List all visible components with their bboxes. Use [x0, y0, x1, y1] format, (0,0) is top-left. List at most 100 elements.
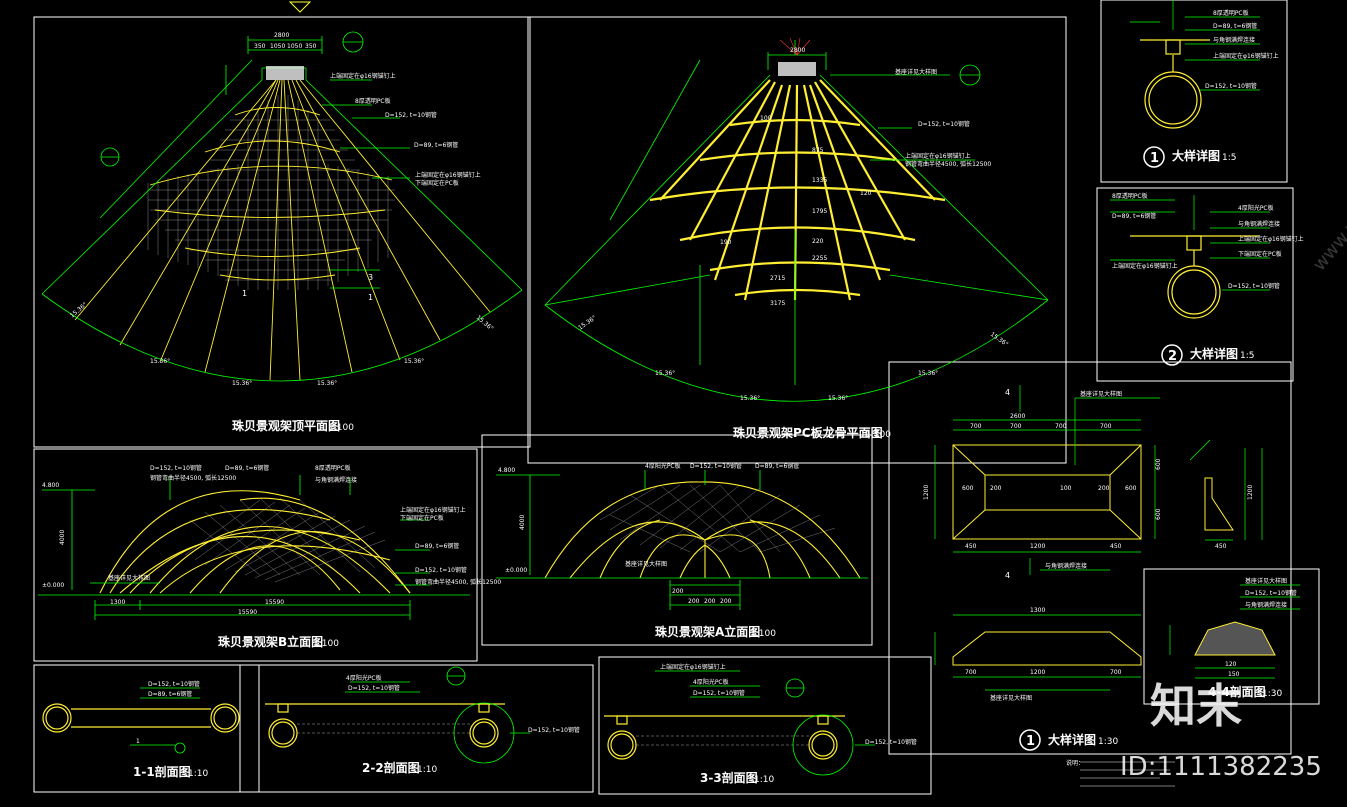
svg-text:4厚阳光PC板: 4厚阳光PC板	[645, 462, 681, 470]
roof-plan-scale: 1:100	[328, 423, 354, 433]
svg-text:8厚透明PC板: 8厚透明PC板	[355, 97, 391, 105]
elevation-a-dim-lines	[496, 470, 868, 610]
svg-text:1200: 1200	[1030, 543, 1045, 550]
notes-label: 说明：	[1066, 759, 1084, 767]
elevation-a-scale: 1:100	[750, 629, 776, 639]
svg-text:150: 150	[1228, 671, 1240, 678]
elevation-a-title: 珠贝景观架A立面图	[655, 624, 760, 639]
detail-1-scale: 1:5	[1222, 153, 1236, 163]
svg-text:200: 200	[672, 588, 684, 595]
svg-text:D=152, t=10钢管: D=152, t=10钢管	[385, 111, 437, 119]
svg-text:100: 100	[1060, 485, 1072, 492]
svg-text:基座详见大样图: 基座详见大样图	[990, 694, 1032, 702]
section-1-1-title: 1-1剖面图	[133, 764, 191, 779]
svg-text:1335: 1335	[812, 177, 827, 184]
detail-1-title: 大样详图	[1172, 148, 1220, 163]
pc-top-cap	[778, 62, 816, 76]
svg-text:2: 2	[1168, 349, 1177, 364]
svg-text:600: 600	[1155, 458, 1162, 470]
svg-text:3: 3	[368, 273, 373, 282]
svg-text:450: 450	[1215, 543, 1227, 550]
svg-text:700: 700	[1100, 423, 1112, 430]
elevation-b-hatch	[184, 497, 386, 583]
svg-text:1300: 1300	[1030, 607, 1045, 614]
svg-text:200: 200	[688, 598, 700, 605]
svg-text:D=89, t=6钢管: D=89, t=6钢管	[148, 690, 192, 698]
svg-text:4: 4	[1005, 388, 1010, 397]
svg-text:D=89, t=6钢管: D=89, t=6钢管	[415, 542, 459, 550]
svg-text:与角钢满焊连接: 与角钢满焊连接	[1045, 562, 1087, 570]
section-2-2-title: 2-2剖面图	[362, 760, 420, 775]
svg-text:4厚阳光PC板: 4厚阳光PC板	[1238, 204, 1274, 212]
watermark-id: ID:1111382235	[1120, 752, 1322, 782]
elevation-b-arches	[99, 490, 411, 594]
svg-text:200: 200	[1098, 485, 1110, 492]
elevation-a-drawing: 4.800 ±0.000 4000 200 200 200 200 4厚阳光PC…	[496, 462, 868, 639]
svg-text:190: 190	[720, 239, 732, 246]
svg-text:D=152, t=10钢管: D=152, t=10钢管	[1205, 82, 1257, 90]
svg-text:600: 600	[1155, 508, 1162, 520]
svg-text:2800: 2800	[274, 32, 289, 39]
svg-text:D=152, t=10钢管: D=152, t=10钢管	[690, 462, 742, 470]
section-4-4-scale: 1:30	[1262, 689, 1282, 699]
pc-plan-scale: 1:100	[865, 430, 891, 440]
svg-text:15.36°: 15.36°	[655, 370, 675, 377]
svg-text:100: 100	[760, 115, 772, 122]
svg-text:1: 1	[1026, 734, 1035, 749]
base-detail-dims: 2600 700 700 700 700 600 200 100 200 600…	[923, 388, 1254, 702]
svg-text:D=89, t=6钢管: D=89, t=6钢管	[414, 141, 458, 149]
svg-text:1: 1	[136, 738, 140, 745]
elevation-a-hatch	[599, 484, 836, 553]
pc-plan-ribs	[649, 79, 946, 301]
svg-text:D=152, t=10钢管: D=152, t=10钢管	[1245, 589, 1297, 597]
svg-text:基座详见大样图: 基座详见大样图	[625, 560, 667, 568]
svg-text:220: 220	[812, 238, 824, 245]
detail-1-drawing: 8厚透明PC板 D=89, t=6钢管 与角钢满焊连接 上端固定在φ16钢锚钉上…	[1130, 0, 1279, 168]
svg-text:D=152, t=10钢管: D=152, t=10钢管	[348, 684, 400, 692]
svg-text:1200: 1200	[1030, 669, 1045, 676]
pc-plan-rays	[779, 37, 811, 56]
roof-plan-ribs	[74, 79, 491, 381]
svg-text:D=89, t=6钢管: D=89, t=6钢管	[1112, 212, 1156, 220]
svg-text:700: 700	[1055, 423, 1067, 430]
roof-plan-title: 珠贝景观架顶平面图	[232, 418, 340, 433]
svg-text:15.36°: 15.36°	[317, 380, 337, 387]
pc-plan-drawing: 2800 3175 2715 2255 220 1795 1335 875 19…	[544, 37, 1049, 440]
watermark-logo: 知末	[1150, 679, 1242, 733]
elevation-b-title: 珠贝景观架B立面图	[218, 634, 323, 649]
svg-text:2715: 2715	[770, 275, 785, 282]
section-4-4-title: 4-4剖面图	[1208, 684, 1266, 699]
base-detail-drawing: 2600 700 700 700 700 600 200 100 200 600…	[923, 385, 1263, 787]
svg-text:15.36°: 15.36°	[828, 395, 848, 402]
elevation-a-labels: 4.800 ±0.000 4000 200 200 200 200 4厚阳光PC…	[498, 462, 799, 605]
svg-text:4.800: 4.800	[498, 467, 515, 474]
svg-text:D=89, t=6钢管: D=89, t=6钢管	[225, 464, 269, 472]
svg-text:8厚透明PC板: 8厚透明PC板	[1112, 192, 1148, 200]
svg-text:基座详见大样图: 基座详见大样图	[895, 68, 937, 76]
svg-text:下端固定在PC板: 下端固定在PC板	[1238, 250, 1282, 258]
svg-text:上端固定在φ16钢锚钉上: 上端固定在φ16钢锚钉上	[1213, 52, 1279, 60]
svg-text:D=152, t=10钢管: D=152, t=10钢管	[150, 464, 202, 472]
svg-text:与角钢满焊连接: 与角钢满焊连接	[315, 476, 357, 484]
svg-text:D=152, t=10钢管: D=152, t=10钢管	[693, 689, 745, 697]
section-3-3-drawing: 上端固定在φ16钢锚钉上 4厚阳光PC板 D=152, t=10钢管 D=152…	[604, 663, 917, 785]
drawing-frames	[33, 0, 1320, 795]
svg-text:2600: 2600	[1010, 413, 1025, 420]
svg-text:上端固定在φ16钢锚钉上: 上端固定在φ16钢锚钉上	[905, 152, 971, 160]
svg-text:200: 200	[720, 598, 732, 605]
svg-text:钢管弯曲半径4500, 弧长12500: 钢管弯曲半径4500, 弧长12500	[905, 160, 991, 168]
svg-text:1050: 1050	[270, 43, 285, 50]
svg-text:D=152, t=10钢管: D=152, t=10钢管	[528, 726, 580, 734]
svg-text:与角钢满焊连接: 与角钢满焊连接	[1238, 220, 1280, 228]
detail-2-scale: 1:5	[1240, 351, 1254, 361]
svg-text:1200: 1200	[1247, 485, 1254, 500]
section-1-1-drawing: D=152, t=10钢管 D=89, t=6钢管 1 1-1剖面图 1:10	[42, 680, 240, 779]
svg-text:15.36°: 15.36°	[232, 380, 252, 387]
svg-text:2255: 2255	[812, 255, 827, 262]
svg-text:700: 700	[965, 669, 977, 676]
svg-text:上端固定在φ16钢锚钉上: 上端固定在φ16钢锚钉上	[330, 72, 396, 80]
svg-text:875: 875	[812, 147, 824, 154]
svg-text:D=152, t=10钢管: D=152, t=10钢管	[1228, 282, 1280, 290]
svg-text:与角钢满焊连接: 与角钢满焊连接	[1213, 36, 1255, 44]
